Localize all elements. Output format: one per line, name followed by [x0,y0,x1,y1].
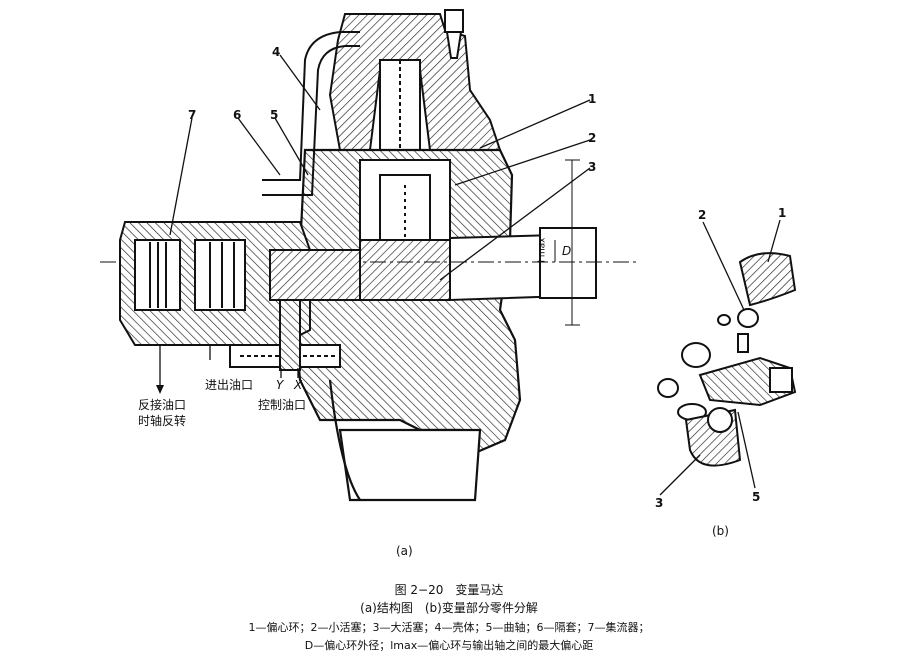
dimension-lines [554,159,580,326]
lmax-dimension-label: l max [537,237,548,263]
part-number: 1 [588,92,597,106]
leader-lines-a [159,54,591,390]
port-y-label: Y [276,378,284,392]
control-block [229,299,341,371]
leader-lines-b [659,219,781,496]
part-number: 2 [698,208,707,222]
caption-legend-line2: D—偏心环外径；lmax—偏心环与输出轴之间的最大偏心距 [304,639,594,652]
small-piston-part [717,308,759,353]
in-out-port-label: 进出油口 [205,378,254,392]
figure-b-sublabel: (b) [712,524,729,538]
d-dimension-label: D [562,244,572,258]
reverse-rotation-label: 时轴反转 [138,414,187,428]
top-cylinder [328,13,502,162]
crankshaft-part [657,342,797,407]
port-x-label: X [294,378,303,392]
reverse-port-arrow [156,385,164,394]
part-number: 3 [588,160,597,174]
part-number: 1 [778,206,787,220]
part-number: 5 [270,108,279,122]
crankshaft [100,227,640,302]
distributor [119,221,361,346]
part-number: 4 [272,45,281,59]
caption-legend-line1: 1—偏心环；2—小活塞；3—大活塞；4—壳体；5—曲轴；6—隔套；7—集流器； [248,621,650,634]
bleed-screw [444,9,464,59]
eccentric-ring-part [738,252,797,307]
housing-body [293,148,522,502]
part-number: 2 [588,131,597,145]
control-port-label: 控制油口 [258,398,307,412]
part-number: 7 [188,108,197,122]
part-number: 5 [752,490,761,504]
large-piston [359,159,451,241]
figure-a-sublabel: (a) [396,544,413,558]
large-piston-part [677,403,742,467]
caption-subtitle: (a)结构图 (b)变量部分零件分解 [360,601,538,615]
reverse-port-label: 反接油口 [138,398,187,412]
oil-pipe [262,31,360,196]
part-number: 6 [233,108,242,122]
caption-title: 图 2−20 变量马达 [394,583,504,597]
part-number: 3 [655,496,664,510]
